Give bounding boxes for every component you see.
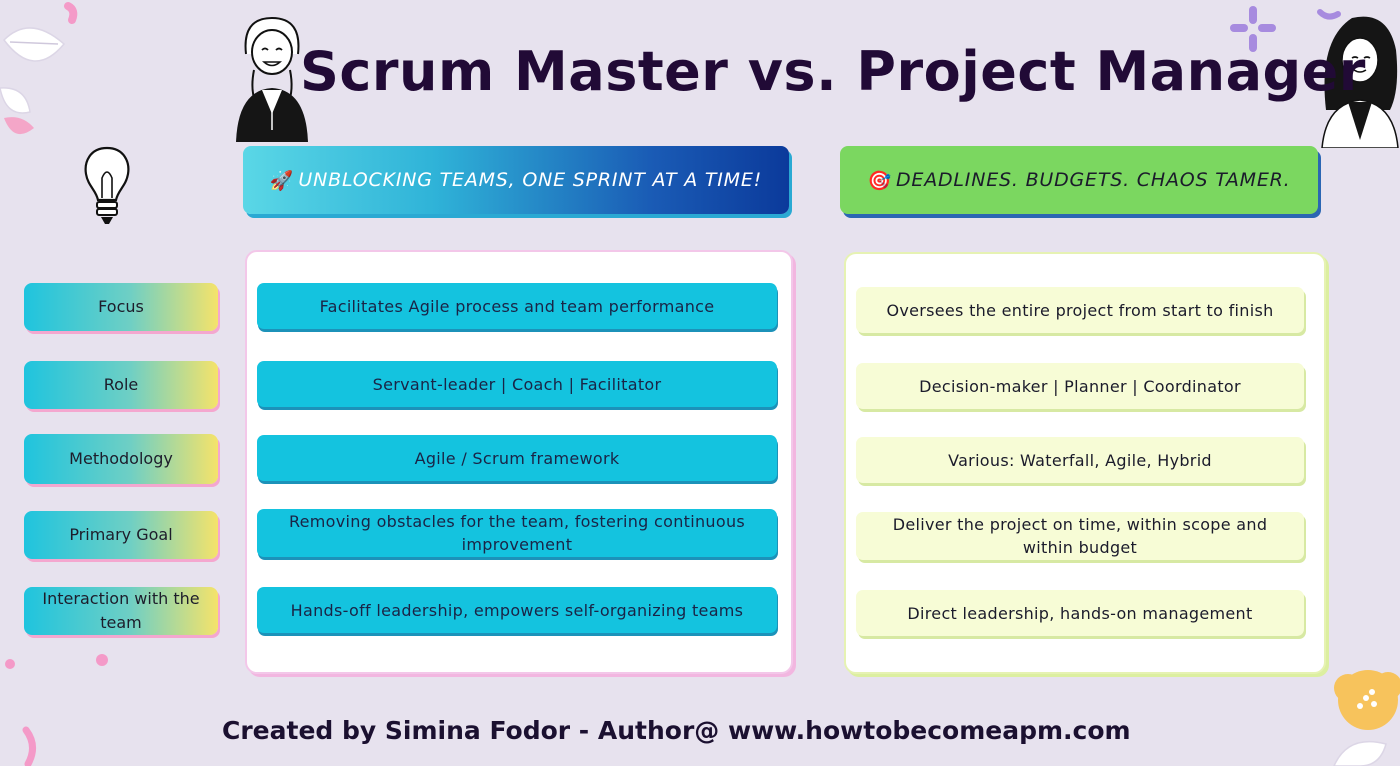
row-label-interaction: Interaction with the team <box>24 587 218 635</box>
rocket-icon: 🚀 <box>269 169 295 192</box>
scrum-master-focus: Facilitates Agile process and team perfo… <box>257 283 777 329</box>
target-icon: 🎯 <box>867 169 892 192</box>
credit-footer: Created by Simina Fodor - Author@ www.ho… <box>222 716 1131 745</box>
scrum-master-tagline: UNBLOCKING TEAMS, ONE SPRINT AT A TIME! <box>298 169 763 191</box>
lightbulb-icon <box>84 146 130 224</box>
project-manager-banner: 🎯 DEADLINES. BUDGETS. CHAOS TAMER. <box>840 146 1318 214</box>
project-manager-focus: Oversees the entire project from start t… <box>856 287 1304 333</box>
project-manager-role: Decision-maker | Planner | Coordinator <box>856 363 1304 409</box>
project-manager-methodology: Various: Waterfall, Agile, Hybrid <box>856 437 1304 483</box>
scrum-master-primary-goal: Removing obstacles for the team, fosteri… <box>257 509 777 557</box>
project-manager-interaction: Direct leadership, hands-on management <box>856 590 1304 636</box>
dots-decoration <box>5 654 108 766</box>
leaf-decoration <box>0 2 78 135</box>
row-label-primary-goal: Primary Goal <box>24 511 218 559</box>
project-manager-tagline: DEADLINES. BUDGETS. CHAOS TAMER. <box>895 169 1291 191</box>
row-label-methodology: Methodology <box>24 434 218 484</box>
project-manager-primary-goal: Deliver the project on time, within scop… <box>856 512 1304 560</box>
page-title: Scrum Master vs. Project Manager <box>300 40 1366 103</box>
scrum-master-role: Servant-leader | Coach | Facilitator <box>257 361 777 407</box>
row-label-focus: Focus <box>24 283 218 331</box>
scrum-master-methodology: Agile / Scrum framework <box>257 435 777 481</box>
flower-decoration <box>1333 670 1400 766</box>
scrum-master-illustration <box>236 16 308 142</box>
project-manager-illustration <box>1321 16 1399 148</box>
sparkle-decoration <box>1230 6 1341 52</box>
scrum-master-banner: 🚀 UNBLOCKING TEAMS, ONE SPRINT AT A TIME… <box>243 146 789 214</box>
row-label-role: Role <box>24 361 218 409</box>
scrum-master-interaction: Hands-off leadership, empowers self-orga… <box>257 587 777 633</box>
